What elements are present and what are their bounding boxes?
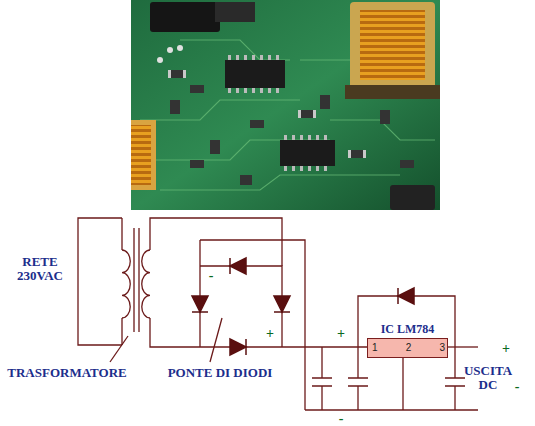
pin-number: 3 xyxy=(439,342,445,354)
mains-label: RETE 230VAC xyxy=(8,255,72,283)
output-label: USCITA DC xyxy=(458,364,518,392)
polarity-sign: - xyxy=(336,412,346,426)
ic-regulator: IC LM784123 xyxy=(367,338,448,358)
pin-number: 1 xyxy=(372,342,378,354)
bridge-label: PONTE DI DIODI xyxy=(160,366,280,380)
polarity-sign: + xyxy=(335,327,347,341)
ic-name: IC LM784 xyxy=(379,322,437,336)
polarity-sign: + xyxy=(264,327,276,341)
polarity-sign: - xyxy=(206,269,216,283)
transformer-label: TRASFORMATORE xyxy=(2,366,132,380)
polarity-sign: - xyxy=(512,380,522,394)
wires xyxy=(78,218,478,410)
polarity-sign: + xyxy=(500,342,512,356)
pin-number: 2 xyxy=(406,342,412,354)
pcb-photo xyxy=(131,0,440,210)
